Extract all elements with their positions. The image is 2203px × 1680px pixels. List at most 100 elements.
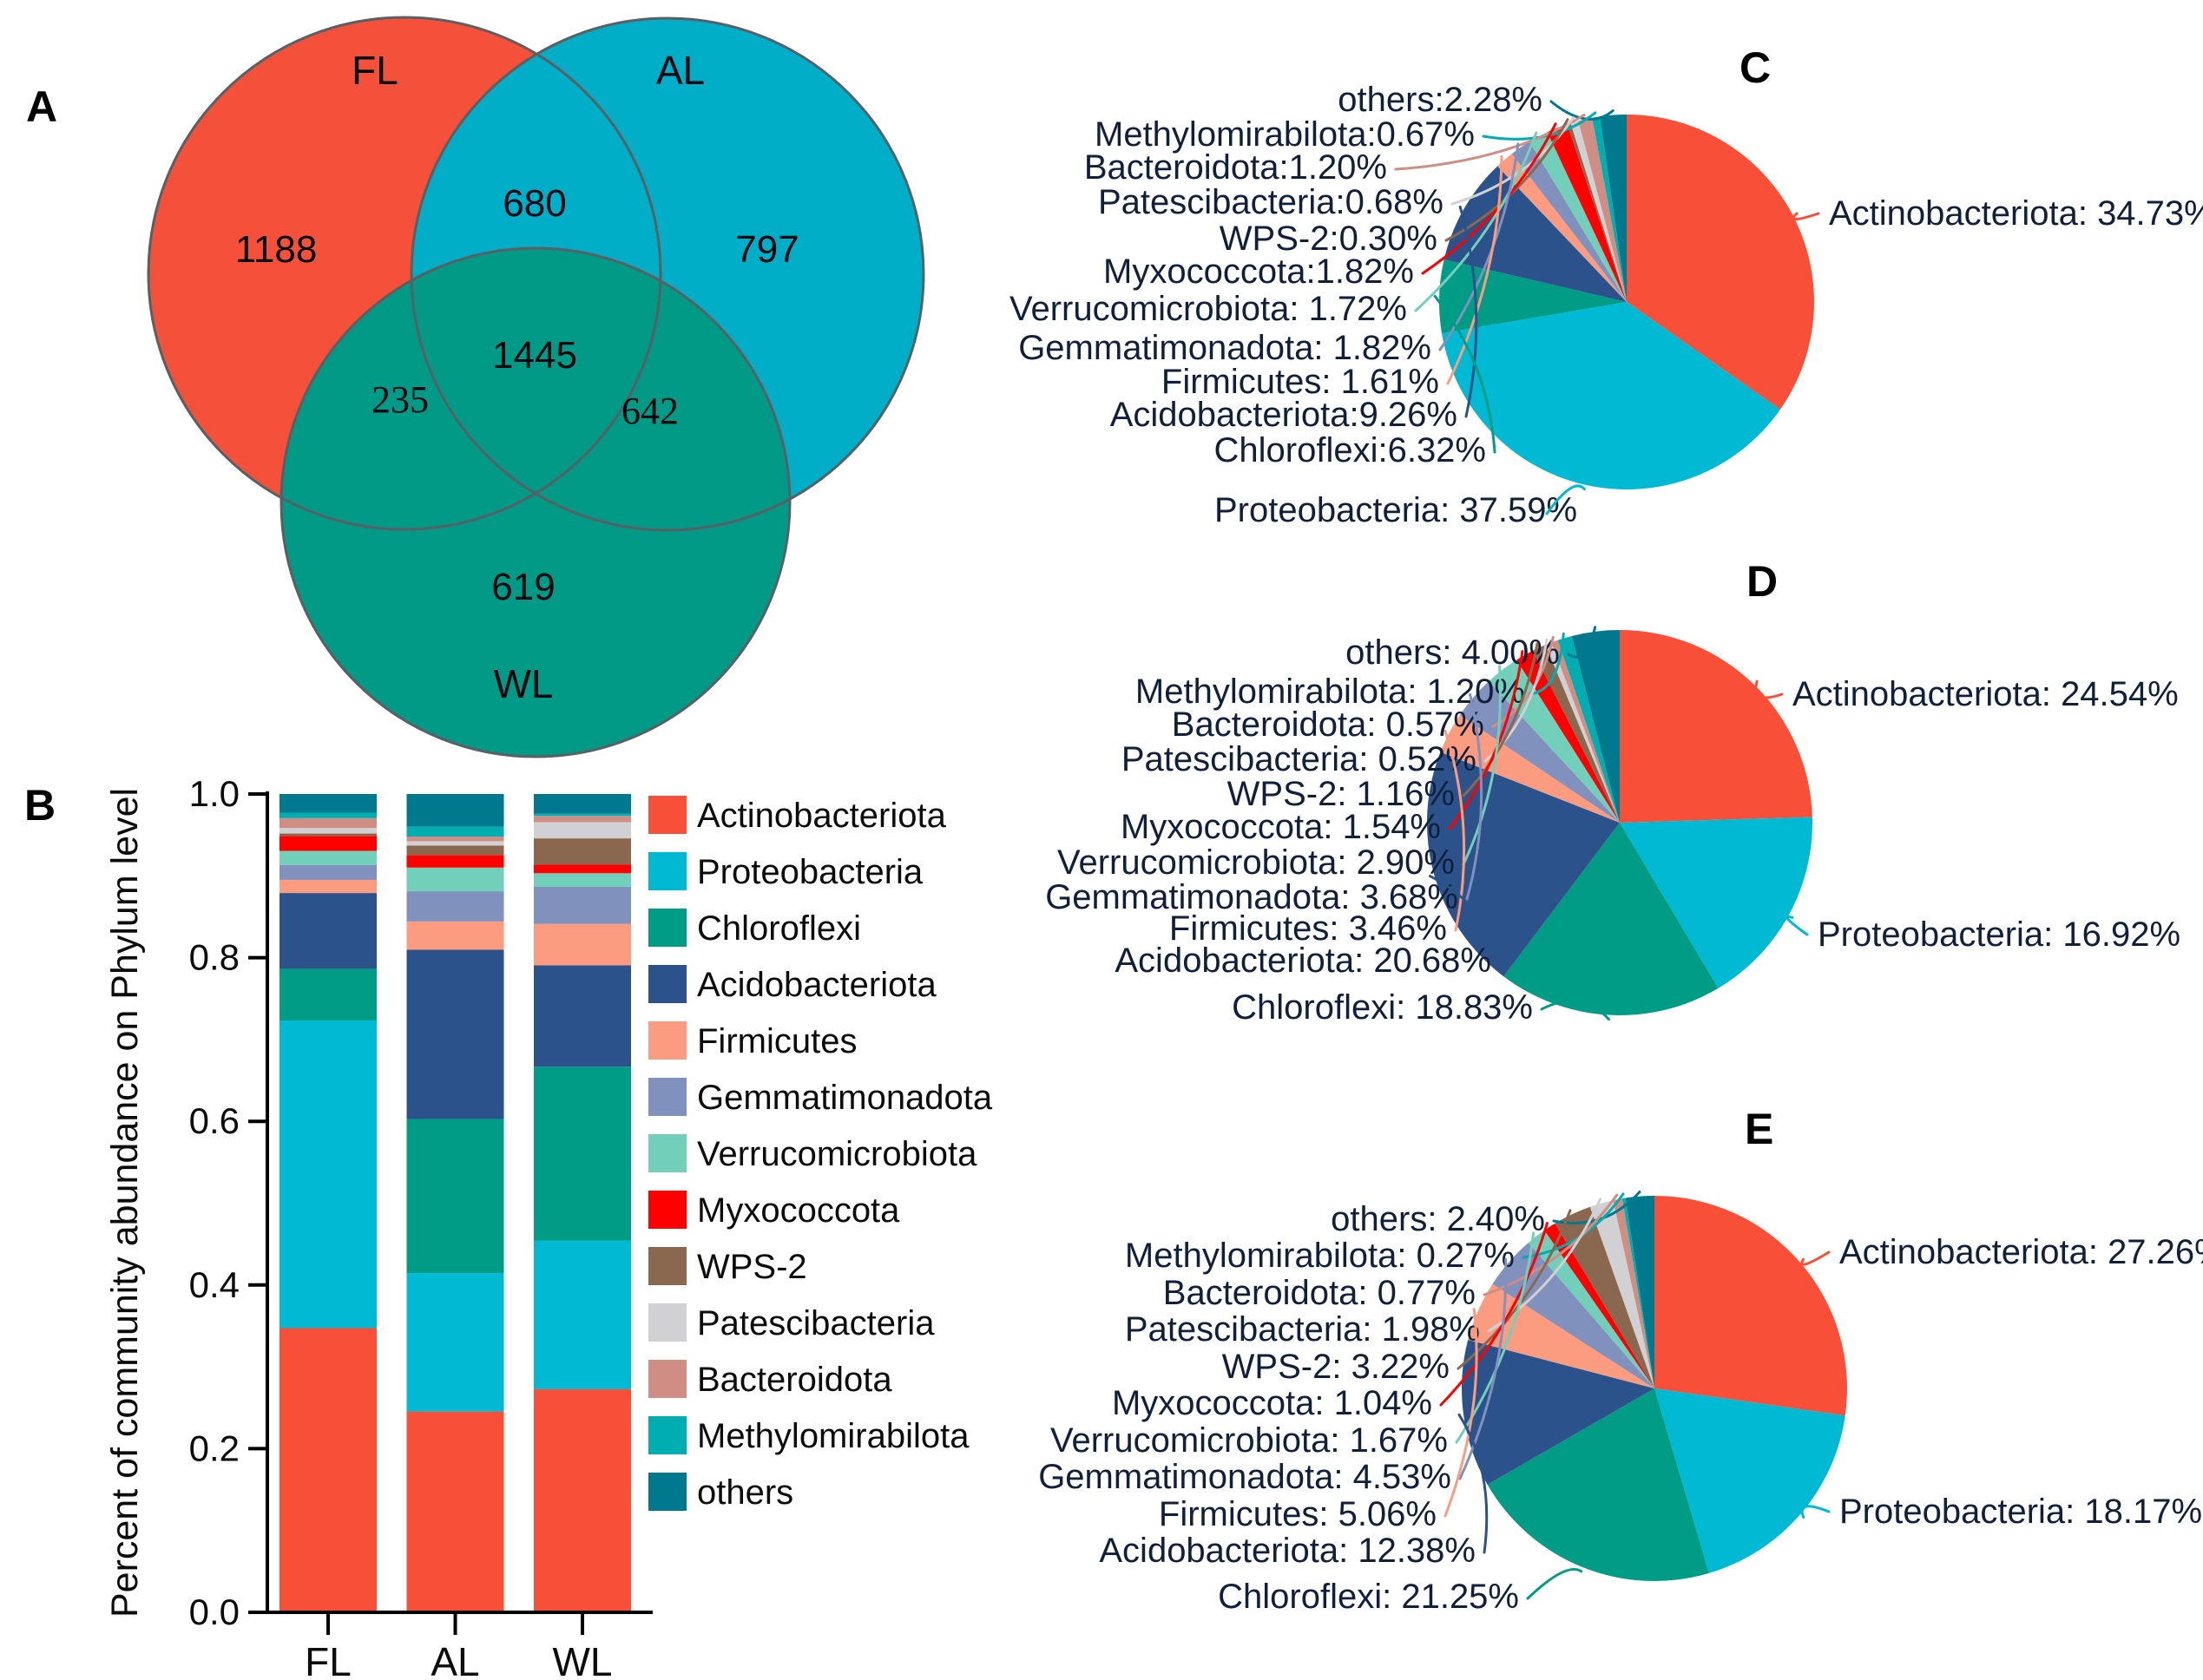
bar-segment-al-chloroflexi — [406, 1119, 504, 1274]
panel-label-b: B — [24, 781, 56, 830]
pie-d-slice-myxococcota — [1516, 650, 1620, 823]
legend-label-methylomirabilota: Methylomirabilota — [697, 1417, 970, 1455]
bar-segment-al-wps-2 — [406, 845, 504, 856]
pie-chart-c: others:2.28%Methylomirabilota:0.67%Bacte… — [1009, 81, 2203, 529]
bar-segment-wl-verrucomicrobiota — [534, 873, 631, 888]
legend-swatch-chloroflexi — [648, 909, 687, 947]
phylum-legend: ActinobacteriotaProteobacteriaChloroflex… — [648, 796, 993, 1512]
panel-label-c: C — [1739, 43, 1771, 92]
pie-d-leader-bacteroidota — [1491, 635, 1555, 728]
pie-c-slice-wps-2 — [1567, 122, 1627, 302]
pie-d-label-wps-2: WPS-2: 1.16% — [1227, 775, 1455, 813]
legend-label-verrucomicrobiota: Verrucomicrobiota — [697, 1135, 977, 1173]
legend-swatch-proteobacteria — [648, 852, 687, 890]
pie-c-slice-bacteroidota — [1578, 117, 1627, 302]
legend-label-actinobacteriota: Actinobacteriota — [697, 797, 947, 835]
pie-d-leader-acidobacteriota — [1429, 875, 1502, 964]
pie-c-label-methylomirabilota: Methylomirabilota:0.67% — [1095, 115, 1475, 154]
bar-segment-fl-myxococcota — [279, 836, 377, 851]
legend-swatch-bacteroidota — [648, 1360, 687, 1398]
pie-d-label-firmicutes: Firmicutes: 3.46% — [1169, 909, 1447, 948]
pie-e-slice-myxococcota — [1544, 1223, 1654, 1388]
pie-d-label-myxococcota: Myxococcota: 1.54% — [1121, 808, 1441, 846]
pie-d-slice-wps-2 — [1532, 645, 1620, 823]
pie-c-leader-firmicutes — [1446, 154, 1503, 385]
pie-d-slice-bacteroidota — [1551, 640, 1620, 823]
legend-label-patescibacteria: Patescibacteria — [697, 1304, 935, 1342]
bar-segment-fl-gemmatimonadota — [279, 864, 377, 880]
y-tick-label: 0.2 — [189, 1427, 240, 1468]
legend-label-chloroflexi: Chloroflexi — [697, 909, 861, 948]
pie-e-label-actinobacteriota: Actinobacteriota: 27.26% — [1839, 1233, 2203, 1271]
pie-e-leader-chloroflexi — [1526, 1567, 1583, 1600]
y-axis-title: Percent of community abundance on Phylum… — [104, 788, 146, 1618]
pie-chart-d: others: 4.00%Methylomirabilota: 1.20%Bac… — [1045, 626, 2180, 1027]
pie-e-slice-chloroflexi — [1487, 1388, 1709, 1581]
legend-swatch-others — [648, 1473, 687, 1511]
bar-segment-al-verrucomicrobiota — [406, 867, 504, 892]
pie-c-label-myxococcota: Myxococcota:1.82% — [1103, 253, 1414, 291]
legend-swatch-patescibacteria — [648, 1303, 687, 1342]
x-tick-label-fl: FL — [305, 1639, 352, 1680]
pie-e-label-methylomirabilota: Methylomirabilota: 0.27% — [1125, 1237, 1515, 1275]
pie-d-slice-firmicutes — [1440, 715, 1620, 823]
pie-e-label-proteobacteria: Proteobacteria: 18.17% — [1839, 1493, 2202, 1531]
pie-e-slice-others — [1625, 1196, 1654, 1388]
legend-swatch-gemmatimonadota — [648, 1078, 687, 1116]
pie-e-leader-bacteroidota — [1483, 1193, 1619, 1296]
pie-e-slice-verrucomicrobiota — [1528, 1230, 1654, 1388]
pie-d-slice-chloroflexi — [1503, 823, 1719, 1015]
pie-c-label-chloroflexi: Chloroflexi:6.32% — [1214, 431, 1487, 469]
pie-d-label-chloroflexi: Chloroflexi: 18.83% — [1232, 988, 1533, 1027]
venn-set-label-wl: WL — [494, 661, 554, 706]
pie-e-leader-actinobacteriota — [1800, 1250, 1831, 1266]
pie-c-label-wps-2: WPS-2:0.30% — [1220, 220, 1437, 258]
pie-e-label-gemmatimonadota: Gemmatimonadota: 4.53% — [1038, 1458, 1451, 1496]
venn-outline-wl — [279, 246, 792, 758]
legend-label-acidobacteriota: Acidobacteriota — [697, 966, 937, 1004]
pie-c-slice-patescibacteria — [1570, 121, 1627, 302]
pie-c-label-acidobacteriota: Acidobacteriota:9.26% — [1110, 396, 1457, 434]
legend-swatch-verrucomicrobiota — [648, 1134, 687, 1172]
venn-set-label-fl: FL — [352, 48, 398, 93]
pie-d-leader-gemmatimonadota — [1465, 692, 1483, 901]
pie-d-leader-verrucomicrobiota — [1462, 665, 1502, 866]
pie-e-label-bacteroidota: Bacteroidota: 0.77% — [1163, 1274, 1476, 1312]
pie-d-label-patescibacteria: Patescibacteria: 0.52% — [1121, 740, 1476, 778]
bar-segment-fl-proteobacteria — [279, 1020, 377, 1329]
pie-d-label-bacteroidota: Bacteroidota: 0.57% — [1172, 705, 1484, 744]
pie-d-label-gemmatimonadota: Gemmatimonadota: 3.68% — [1045, 878, 1458, 916]
venn-outline-al — [410, 16, 925, 532]
bar-segment-wl-others — [534, 794, 631, 814]
legend-label-proteobacteria: Proteobacteria — [697, 853, 924, 891]
bar-segment-al-bacteroidota — [406, 837, 504, 842]
legend-swatch-methylomirabilota — [648, 1416, 687, 1454]
venn-count-fl-wl: 235 — [372, 378, 429, 421]
pie-e-label-wps-2: WPS-2: 3.22% — [1222, 1348, 1450, 1386]
bar-segment-wl-patescibacteria — [534, 822, 631, 839]
panel-label-d: D — [1746, 557, 1778, 606]
bar-segment-al-others — [406, 794, 504, 827]
pie-d-leader-actinobacteriota — [1754, 679, 1784, 699]
pie-e-label-others: others: 2.40% — [1331, 1200, 1545, 1238]
pie-c-slice-verrucomicrobiota — [1529, 132, 1627, 302]
y-tick-label: 1.0 — [189, 773, 240, 814]
venn-set-label-al: AL — [656, 48, 705, 93]
venn-outline-fl — [147, 16, 662, 531]
bar-segment-fl-verrucomicrobiota — [279, 850, 377, 865]
pie-d-leader-wps-2 — [1462, 642, 1539, 797]
pie-e-label-firmicutes: Firmicutes: 5.06% — [1159, 1495, 1437, 1533]
pie-d-label-acidobacteriota: Acidobacteriota: 20.68% — [1115, 942, 1491, 980]
pie-d-leader-others — [1567, 626, 1597, 659]
pie-e-leader-gemmatimonadota — [1458, 1257, 1508, 1480]
pie-d-slice-patescibacteria — [1545, 642, 1620, 823]
bar-segment-wl-actinobacteriota — [534, 1388, 631, 1612]
pie-d-label-verrucomicrobiota: Verrucomicrobiota: 2.90% — [1057, 843, 1455, 882]
pie-d-slice-proteobacteria — [1620, 817, 1812, 988]
pie-e-slice-proteobacteria — [1654, 1388, 1845, 1573]
pie-c-slice-methylomirabilota — [1592, 116, 1627, 302]
pie-e-leader-acidobacteriota — [1457, 1413, 1489, 1554]
pie-e-leader-proteobacteria — [1800, 1505, 1831, 1519]
